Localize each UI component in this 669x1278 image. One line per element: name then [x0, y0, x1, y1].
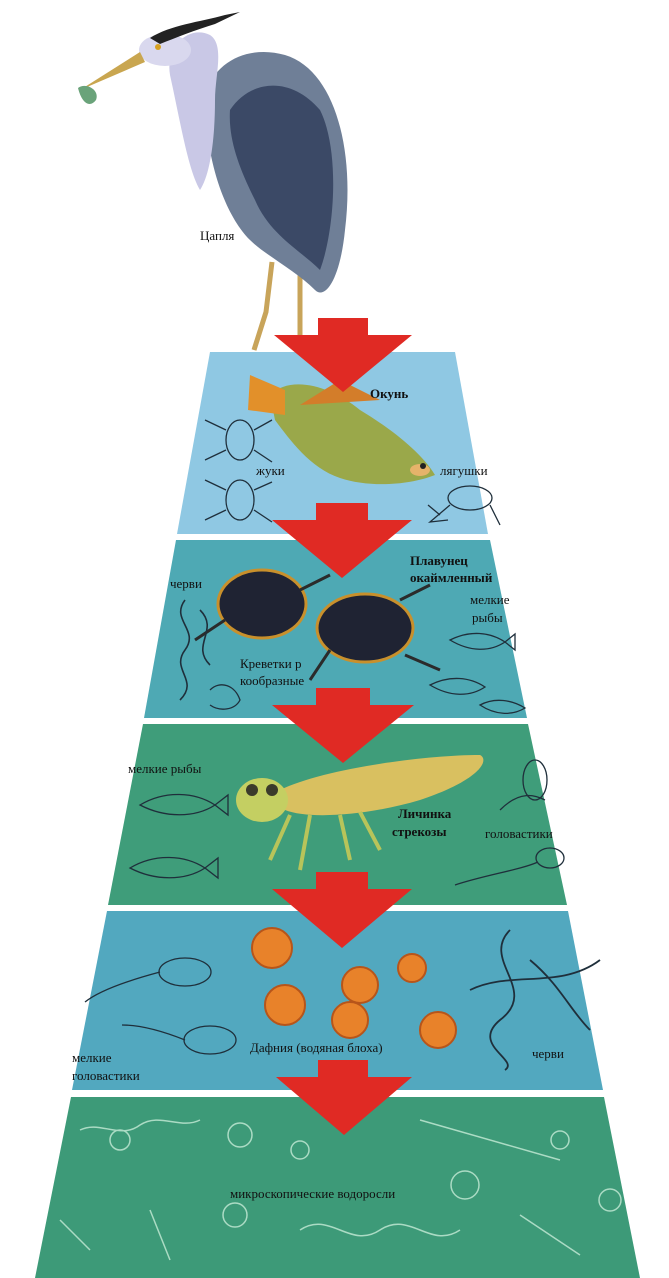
small-tadpoles-label-1: мелкие [72, 1050, 112, 1065]
small-fish-label-right-2: рыбы [472, 610, 503, 625]
beetles-label: жуки [255, 463, 285, 478]
heron-illustration [78, 12, 348, 350]
small-tadpoles-label-2: головастики [72, 1068, 140, 1083]
shrimp-label-1: Креветки р [240, 656, 301, 671]
perch-label: Окунь [370, 386, 408, 401]
worms-label-top: черви [170, 576, 202, 591]
worms-label-bottom: черви [532, 1046, 564, 1061]
frogs-label: лягушки [440, 463, 488, 478]
algae-label: микроскопические водоросли [230, 1186, 395, 1201]
tadpoles-label-right: головастики [485, 826, 553, 841]
pyramid-tiers [35, 352, 640, 1278]
diving-beetle-label-2: окаймленный [410, 570, 493, 585]
dragonfly-larva-label-1: Личинка [398, 806, 452, 821]
diving-beetle-label-1: Плавунец [410, 553, 468, 568]
dragonfly-larva-label-2: стрекозы [392, 824, 447, 839]
small-fish-label-left: мелкие рыбы [128, 761, 202, 776]
small-fish-label-right-1: мелкие [470, 592, 510, 607]
daphnia-label: Дафния (водяная блоха) [250, 1040, 383, 1055]
heron-label: Цапля [200, 228, 234, 243]
shrimp-label-2: кообразные [240, 673, 304, 688]
